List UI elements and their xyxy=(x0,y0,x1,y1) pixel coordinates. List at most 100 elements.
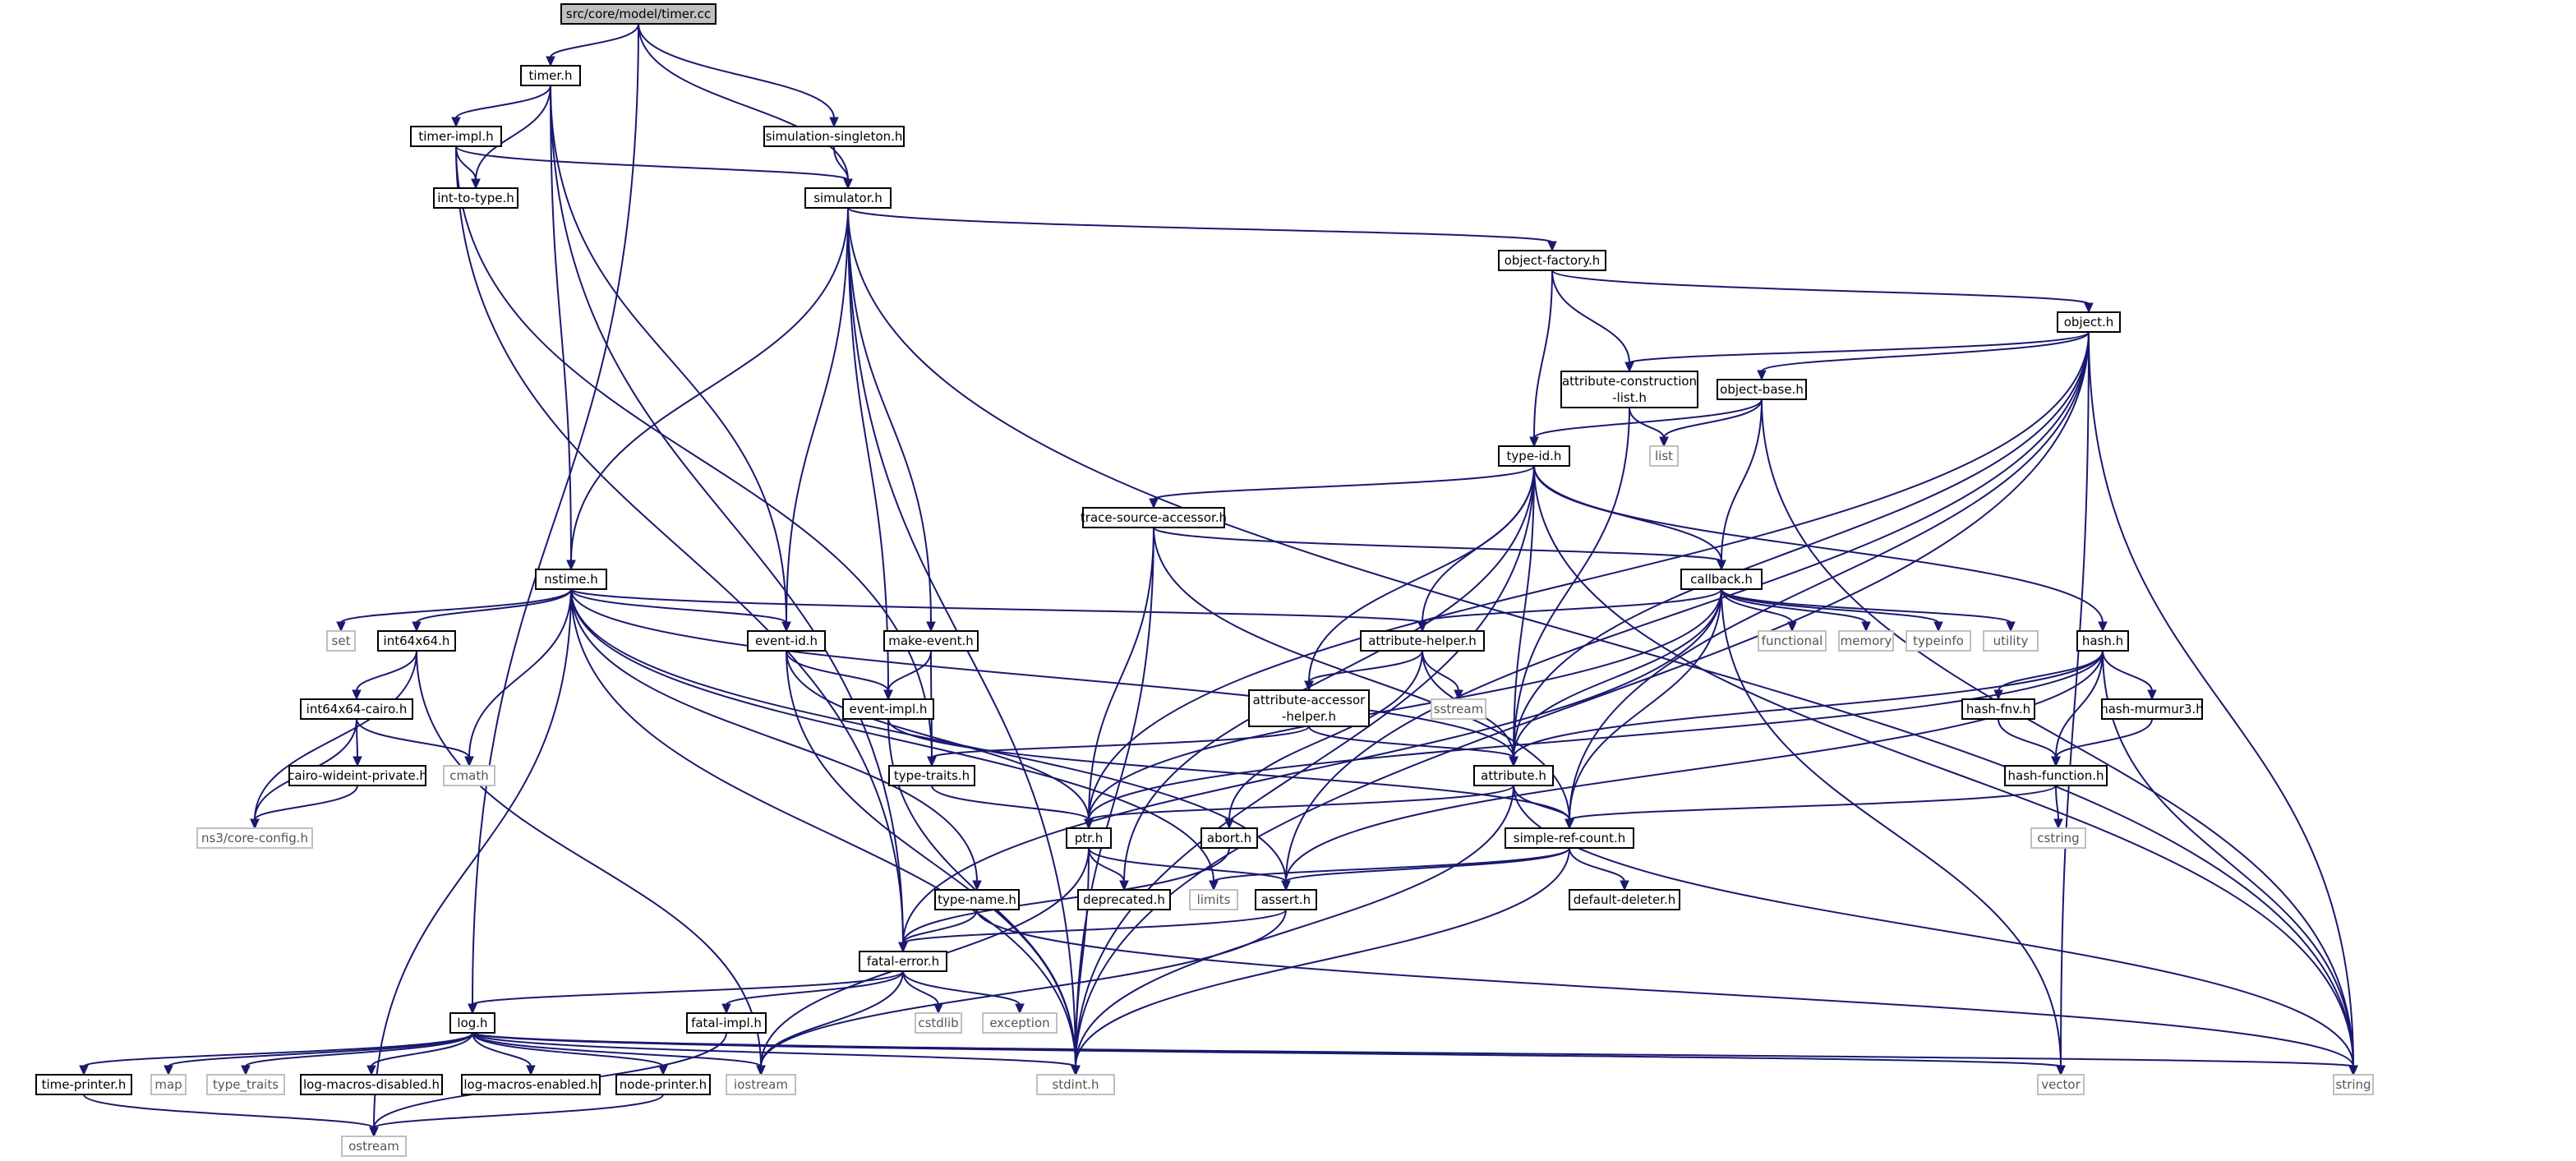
node-make-event-h[interactable]: make-event.h xyxy=(883,630,979,652)
node-label: cmath xyxy=(449,768,488,783)
node-hash-function-h[interactable]: hash-function.h xyxy=(2004,765,2108,786)
include-edge-attribute_h-to-simple_ref_count_h xyxy=(1513,785,1570,821)
node-fatal-error-h[interactable]: fatal-error.h xyxy=(859,951,947,972)
node-node-printer-h[interactable]: node-printer.h xyxy=(615,1074,711,1095)
node-hash-murmur3-h[interactable]: hash-murmur3.h xyxy=(2100,698,2204,720)
node-list: list xyxy=(1649,445,1679,467)
node-utility: utility xyxy=(1983,630,2039,652)
node-log-h[interactable]: log.h xyxy=(449,1012,495,1034)
node-box xyxy=(883,630,979,652)
node-box xyxy=(1560,371,1698,408)
include-edge-type_traits_h-to-ptr_h xyxy=(931,785,1090,821)
include-edge-cairo_wideint_private_h-to-ns3_core_config_h xyxy=(254,785,358,821)
include-edge-timer_cc-to-simulation_singleton_h xyxy=(638,23,835,119)
arrowhead-type_traits xyxy=(241,1065,251,1076)
include-edge-timer_h-to-int_to_type_h xyxy=(475,85,551,181)
node-cairo-wideint-private-h[interactable]: cairo-wideint-private.h xyxy=(288,765,427,786)
node-time-printer-h[interactable]: time-printer.h xyxy=(35,1074,132,1095)
node-ptr-h[interactable]: ptr.h xyxy=(1066,827,1112,849)
node-simulator-h[interactable]: simulator.h xyxy=(804,187,892,209)
include-edge-timer_h-to-event_id_h xyxy=(550,85,787,624)
node-box xyxy=(443,765,495,786)
node-nstime-h[interactable]: nstime.h xyxy=(535,569,607,590)
node-event-id-h[interactable]: event-id.h xyxy=(747,630,826,652)
node-box xyxy=(1498,445,1570,467)
node-label: type-name.h xyxy=(938,892,1016,907)
include-edge-log_h-to-time_printer_h xyxy=(83,1032,473,1067)
node-box xyxy=(288,765,426,786)
node-label: object-factory.h xyxy=(1505,253,1601,268)
node-limits: limits xyxy=(1189,889,1238,910)
include-edge-type_id_h-to-deprecated_h xyxy=(1123,465,1535,882)
node-simulation-singleton-h[interactable]: simulation-singleton.h xyxy=(763,126,905,147)
node-fatal-impl-h[interactable]: fatal-impl.h xyxy=(686,1012,767,1034)
node-object-h[interactable]: object.h xyxy=(2057,311,2121,333)
node-attribute-h[interactable]: attribute.h xyxy=(1473,765,1554,786)
node-box xyxy=(520,65,581,86)
arrowhead-limits xyxy=(1209,880,1219,891)
include-edge-nstime_h-to-event_id_h xyxy=(570,588,787,624)
node-int64x64-h[interactable]: int64x64.h xyxy=(377,630,456,652)
node-int-to-type-h[interactable]: int-to-type.h xyxy=(433,187,518,209)
node-label: simulation-singleton.h xyxy=(766,129,903,144)
include-edge-nstime_h-to-cmath xyxy=(468,588,572,758)
arrowhead-list xyxy=(1659,436,1669,448)
arrowhead-int_to_type_h xyxy=(471,178,481,190)
node-attr-construction-list-h[interactable]: attribute-construction-list.h xyxy=(1560,371,1698,408)
node-callback-h[interactable]: callback.h xyxy=(1680,569,1763,590)
node-timer-impl-h[interactable]: timer-impl.h xyxy=(410,126,502,147)
node-abort-h[interactable]: abort.h xyxy=(1200,827,1258,849)
node-default-deleter-h[interactable]: default-deleter.h xyxy=(1569,889,1680,910)
node-hash-fnv-h[interactable]: hash-fnv.h xyxy=(1961,698,2035,720)
node-log-macros-disabled-h[interactable]: log-macros-disabled.h xyxy=(300,1074,443,1095)
node-log-macros-enabled-h[interactable]: log-macros-enabled.h xyxy=(461,1074,601,1095)
arrowhead-hash_murmur3_h xyxy=(2147,689,2157,701)
arrowhead-map xyxy=(164,1065,173,1076)
arrowhead-simple_ref_count_h xyxy=(1564,818,1574,830)
node-attribute-helper-h[interactable]: attribute-helper.h xyxy=(1360,630,1485,652)
include-edge-type_id_h-to-hash_h xyxy=(1533,465,2104,624)
node-exception: exception xyxy=(982,1012,1058,1034)
node-hash-h[interactable]: hash.h xyxy=(2076,630,2129,652)
include-edge-make_event_h-to-event_impl_h xyxy=(887,650,932,692)
node-box xyxy=(560,3,717,25)
node-simple-ref-count-h[interactable]: simple-ref-count.h xyxy=(1505,827,1634,849)
node-assert-h[interactable]: assert.h xyxy=(1255,889,1317,910)
node-label: set xyxy=(332,633,351,648)
node-box xyxy=(300,1074,443,1095)
node-label: trace-source-accessor.h xyxy=(1081,510,1227,525)
include-edge-assert_h-to-iostream xyxy=(760,909,1287,1067)
node-object-base-h[interactable]: object-base.h xyxy=(1717,379,1807,400)
node-box xyxy=(2057,311,2121,333)
node-string: string xyxy=(2333,1074,2374,1095)
node-event-impl-h[interactable]: event-impl.h xyxy=(842,698,934,720)
include-edge-type_id_h-to-attribute_helper_h xyxy=(1422,465,1535,624)
node-trace-source-accessor-h[interactable]: trace-source-accessor.h xyxy=(1081,507,1227,528)
node-type-id-h[interactable]: type-id.h xyxy=(1498,445,1570,467)
node-box xyxy=(1838,630,1894,652)
node-timer-h[interactable]: timer.h xyxy=(520,65,581,86)
node-attribute-accessor-helper-h[interactable]: attribute-accessor-helper.h xyxy=(1248,689,1370,727)
node-box xyxy=(2101,698,2203,720)
arrowhead-utility xyxy=(2006,621,2016,633)
node-int64x64-cairo-h[interactable]: int64x64-cairo.h xyxy=(300,698,413,720)
arrowhead-attr_construction_list_h xyxy=(1624,362,1634,373)
node-box xyxy=(2333,1074,2374,1095)
node-label: string xyxy=(2335,1077,2371,1092)
include-edge-hash_h-to-hash_murmur3_h xyxy=(2102,650,2153,692)
node-type-traits-h[interactable]: type-traits.h xyxy=(888,765,975,786)
arrowhead-memory xyxy=(1861,621,1871,633)
node-type-name-h[interactable]: type-name.h xyxy=(934,889,1020,910)
include-edge-timer_cc-to-timer_h xyxy=(550,23,639,58)
node-map: map xyxy=(150,1074,187,1095)
arrowhead-timer_impl_h xyxy=(451,117,461,128)
include-edge-object_factory_h-to-object_h xyxy=(1551,270,2090,305)
node-box xyxy=(300,698,413,720)
node-object-factory-h[interactable]: object-factory.h xyxy=(1498,250,1606,271)
node-deprecated-h[interactable]: deprecated.h xyxy=(1077,889,1171,910)
arrowhead-hash_function_h xyxy=(2051,756,2061,767)
arrowhead-string xyxy=(2348,1065,2358,1076)
node-timer-cc[interactable]: src/core/model/timer.cc xyxy=(560,3,717,25)
arrowhead-type_name_h xyxy=(972,880,982,891)
include-edge-callback_h-to-functional xyxy=(1721,588,1793,624)
